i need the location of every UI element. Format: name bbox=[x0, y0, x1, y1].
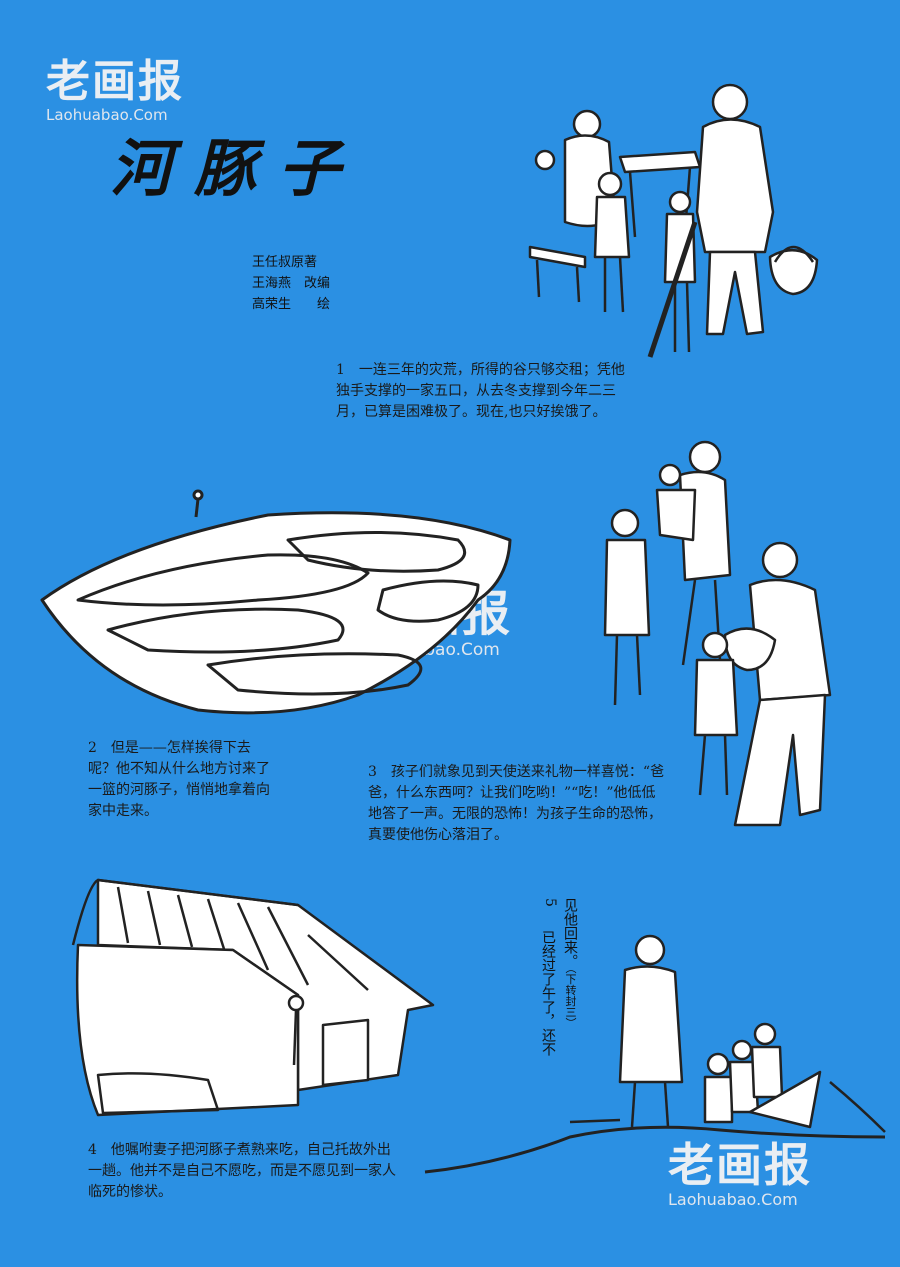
panel-5-illustration bbox=[424, 934, 886, 1174]
panel-4-illustration bbox=[71, 878, 435, 1117]
caption-2: 2 但是——怎样挨得下去呢？他不知从什么地方讨来了一篮的河豚子，悄悄地拿着向家中… bbox=[88, 740, 270, 819]
panel-2-illustration bbox=[40, 489, 512, 715]
caption-5-column-2: 已经过了午了，还不 bbox=[540, 930, 556, 1056]
credit-illustrator: 高荣生 绘 bbox=[252, 297, 331, 312]
caption-5-note: （下转封三） bbox=[564, 968, 577, 1029]
credits: 王任叔原著 王海燕 改编 高荣生 绘 bbox=[252, 252, 330, 315]
watermark-bottom-right: 老画报 Laohuabao.Com bbox=[668, 1138, 812, 1209]
caption-5-column-1: 见他回来。（下转封三） bbox=[562, 898, 578, 1029]
panel-1-illustration bbox=[528, 83, 819, 358]
caption-4: 4 他嘱咐妻子把河豚子煮熟来吃，自己托故外出一趟。他并不是自己不愿吃，而是不愿见… bbox=[88, 1142, 396, 1200]
watermark-top-left: 老画报 Laohuabao.Com bbox=[46, 56, 184, 125]
panel-3-illustration bbox=[603, 440, 832, 827]
caption-3: 3 孩子们就象见到天使送来礼物一样喜悦：“爸爸，什么东西呵？让我们吃哟！”“吃！… bbox=[368, 764, 665, 843]
credit-adapter: 王海燕 改编 bbox=[252, 276, 331, 291]
credit-author: 王任叔原著 bbox=[252, 255, 318, 270]
page-title: 河豚子 bbox=[110, 132, 363, 205]
caption-1: 1 一连三年的灾荒，所得的谷只够交租；凭他独手支撑的一家五口，从去冬支撑到今年二… bbox=[336, 362, 625, 420]
caption-5-number: 5 bbox=[542, 898, 558, 907]
